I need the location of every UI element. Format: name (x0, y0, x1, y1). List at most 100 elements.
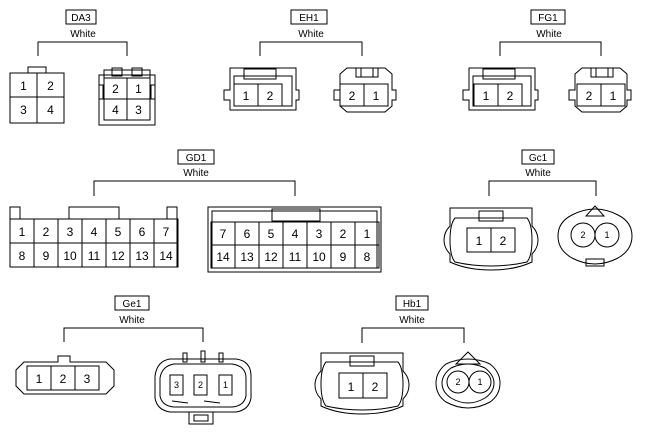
pin-label: 10 (63, 249, 77, 263)
connector-hb1: Hb1 White 1 2 2 1 (314, 295, 501, 415)
connector-color: White (525, 168, 551, 179)
pin-label: 3 (67, 225, 74, 239)
pin-grid (210, 221, 380, 269)
pin-label: 2 (372, 380, 379, 394)
connector-female-view: 2 1 (557, 205, 633, 267)
pin-label: 2 (47, 79, 54, 93)
connector-gc1: Gc1 White 1 2 2 1 (443, 149, 633, 271)
connector-bracket (361, 327, 465, 343)
connector-female-view: 2 1 4 3 (98, 67, 156, 126)
connector-id: EH1 (299, 13, 319, 24)
connector-label-box (114, 295, 150, 311)
pin-label: 4 (47, 103, 54, 117)
pin-label: 6 (244, 227, 251, 241)
pin-label: 1 (610, 89, 617, 103)
pin-label: 2 (43, 225, 50, 239)
pin-label: 3 (174, 380, 179, 390)
connector-da3: DA3 White 1 2 3 4 2 1 4 (9, 9, 156, 126)
pin-label: 2 (340, 227, 347, 241)
pin-cell (354, 244, 380, 269)
connector-bracket (93, 180, 296, 196)
pin-grid (9, 218, 179, 268)
pin-label: 1 (19, 225, 26, 239)
pin-label: 1 (348, 380, 355, 394)
connector-label-box (395, 295, 429, 311)
pin-label: 2 (60, 372, 67, 386)
connector-male-view: 1 2 3 (15, 355, 115, 395)
pin-label: 9 (43, 249, 50, 263)
connector-male-view: 1 2 3 4 (9, 66, 65, 124)
pin-label: 4 (292, 227, 299, 241)
pin-label: 12 (264, 250, 278, 264)
pin-label: 3 (84, 372, 91, 386)
connector-color: White (119, 315, 145, 326)
pin-label: 1 (604, 230, 609, 240)
pin-label: 2 (586, 89, 593, 103)
pin-label: 8 (364, 250, 371, 264)
pin-label: 7 (220, 227, 227, 241)
pin-label: 2 (500, 234, 507, 248)
pin-label: 11 (289, 250, 302, 264)
pin-label: 1 (223, 380, 228, 390)
connector-female-view: 3 2 1 (154, 350, 252, 425)
pin-label: 2 (267, 89, 274, 103)
pin-label: 6 (139, 225, 146, 239)
connector-id: Ge1 (123, 299, 142, 310)
pin-label: 1 (483, 89, 490, 103)
connector-gd1: GD1 White 1 2 3 4 5 6 7 8 9 10 11 12 13 … (9, 149, 382, 273)
pin-label: 2 (112, 82, 119, 96)
connector-id: Hb1 (403, 299, 422, 310)
pin-label: 2 (507, 89, 514, 103)
pin-label: 4 (91, 225, 98, 239)
pin-label: 1 (20, 79, 27, 93)
pin-label: 1 (135, 82, 142, 96)
pin-label: 13 (240, 250, 254, 264)
pin-label: 12 (111, 249, 125, 263)
pin-label: 1 (243, 89, 250, 103)
connector-label-box (530, 9, 566, 25)
connector-color: White (399, 315, 425, 326)
pin-label: 14 (159, 249, 173, 263)
pin-label: 2 (580, 230, 585, 240)
connector-fg1: FG1 White 1 2 2 1 (462, 9, 632, 113)
connector-male-view: 1 2 (462, 67, 539, 111)
connector-label-box (290, 9, 328, 25)
pin-label: 3 (20, 103, 27, 117)
pin-label: 14 (216, 250, 230, 264)
connector-bracket (488, 180, 597, 196)
pin-label: 3 (135, 103, 142, 117)
pin-label: 1 (364, 227, 371, 241)
connector-male-view: 1 2 (443, 207, 539, 271)
connector-female-view: 7 6 5 4 3 2 1 14 13 12 11 10 9 8 (207, 206, 382, 273)
connector-id: DA3 (71, 13, 91, 24)
pin-label: 7 (163, 225, 170, 239)
connector-male-view: 1 2 3 4 5 6 7 8 9 10 11 12 13 14 (9, 206, 179, 268)
connector-id: GD1 (186, 153, 207, 164)
connector-bracket (63, 327, 204, 342)
pin-label: 1 (476, 234, 483, 248)
pin-label: 11 (88, 249, 101, 263)
connector-color: White (536, 29, 562, 40)
connector-color: White (70, 29, 96, 40)
connector-male-view: 1 2 (314, 352, 410, 415)
pin-label: 5 (115, 225, 122, 239)
connector-bracket (259, 41, 363, 56)
connector-label-box (65, 9, 97, 25)
connector-label-box (521, 149, 555, 165)
pin-label: 1 (477, 377, 482, 387)
pin-cell (153, 242, 179, 268)
pin-label: 2 (455, 377, 460, 387)
connector-color: White (298, 29, 324, 40)
connector-female-view: 2 1 (435, 351, 501, 409)
pin-label: 13 (135, 249, 149, 263)
pin-label: 5 (268, 227, 275, 241)
connector-bracket (37, 41, 128, 56)
pin-label: 4 (112, 103, 119, 117)
connector-eh1: EH1 White 1 2 2 1 (223, 9, 397, 113)
connector-female-view: 2 1 (568, 67, 632, 113)
pin-label: 1 (373, 89, 380, 103)
pin-label: 10 (312, 250, 326, 264)
connector-male-view: 1 2 (223, 67, 300, 111)
connector-color: White (183, 168, 209, 179)
